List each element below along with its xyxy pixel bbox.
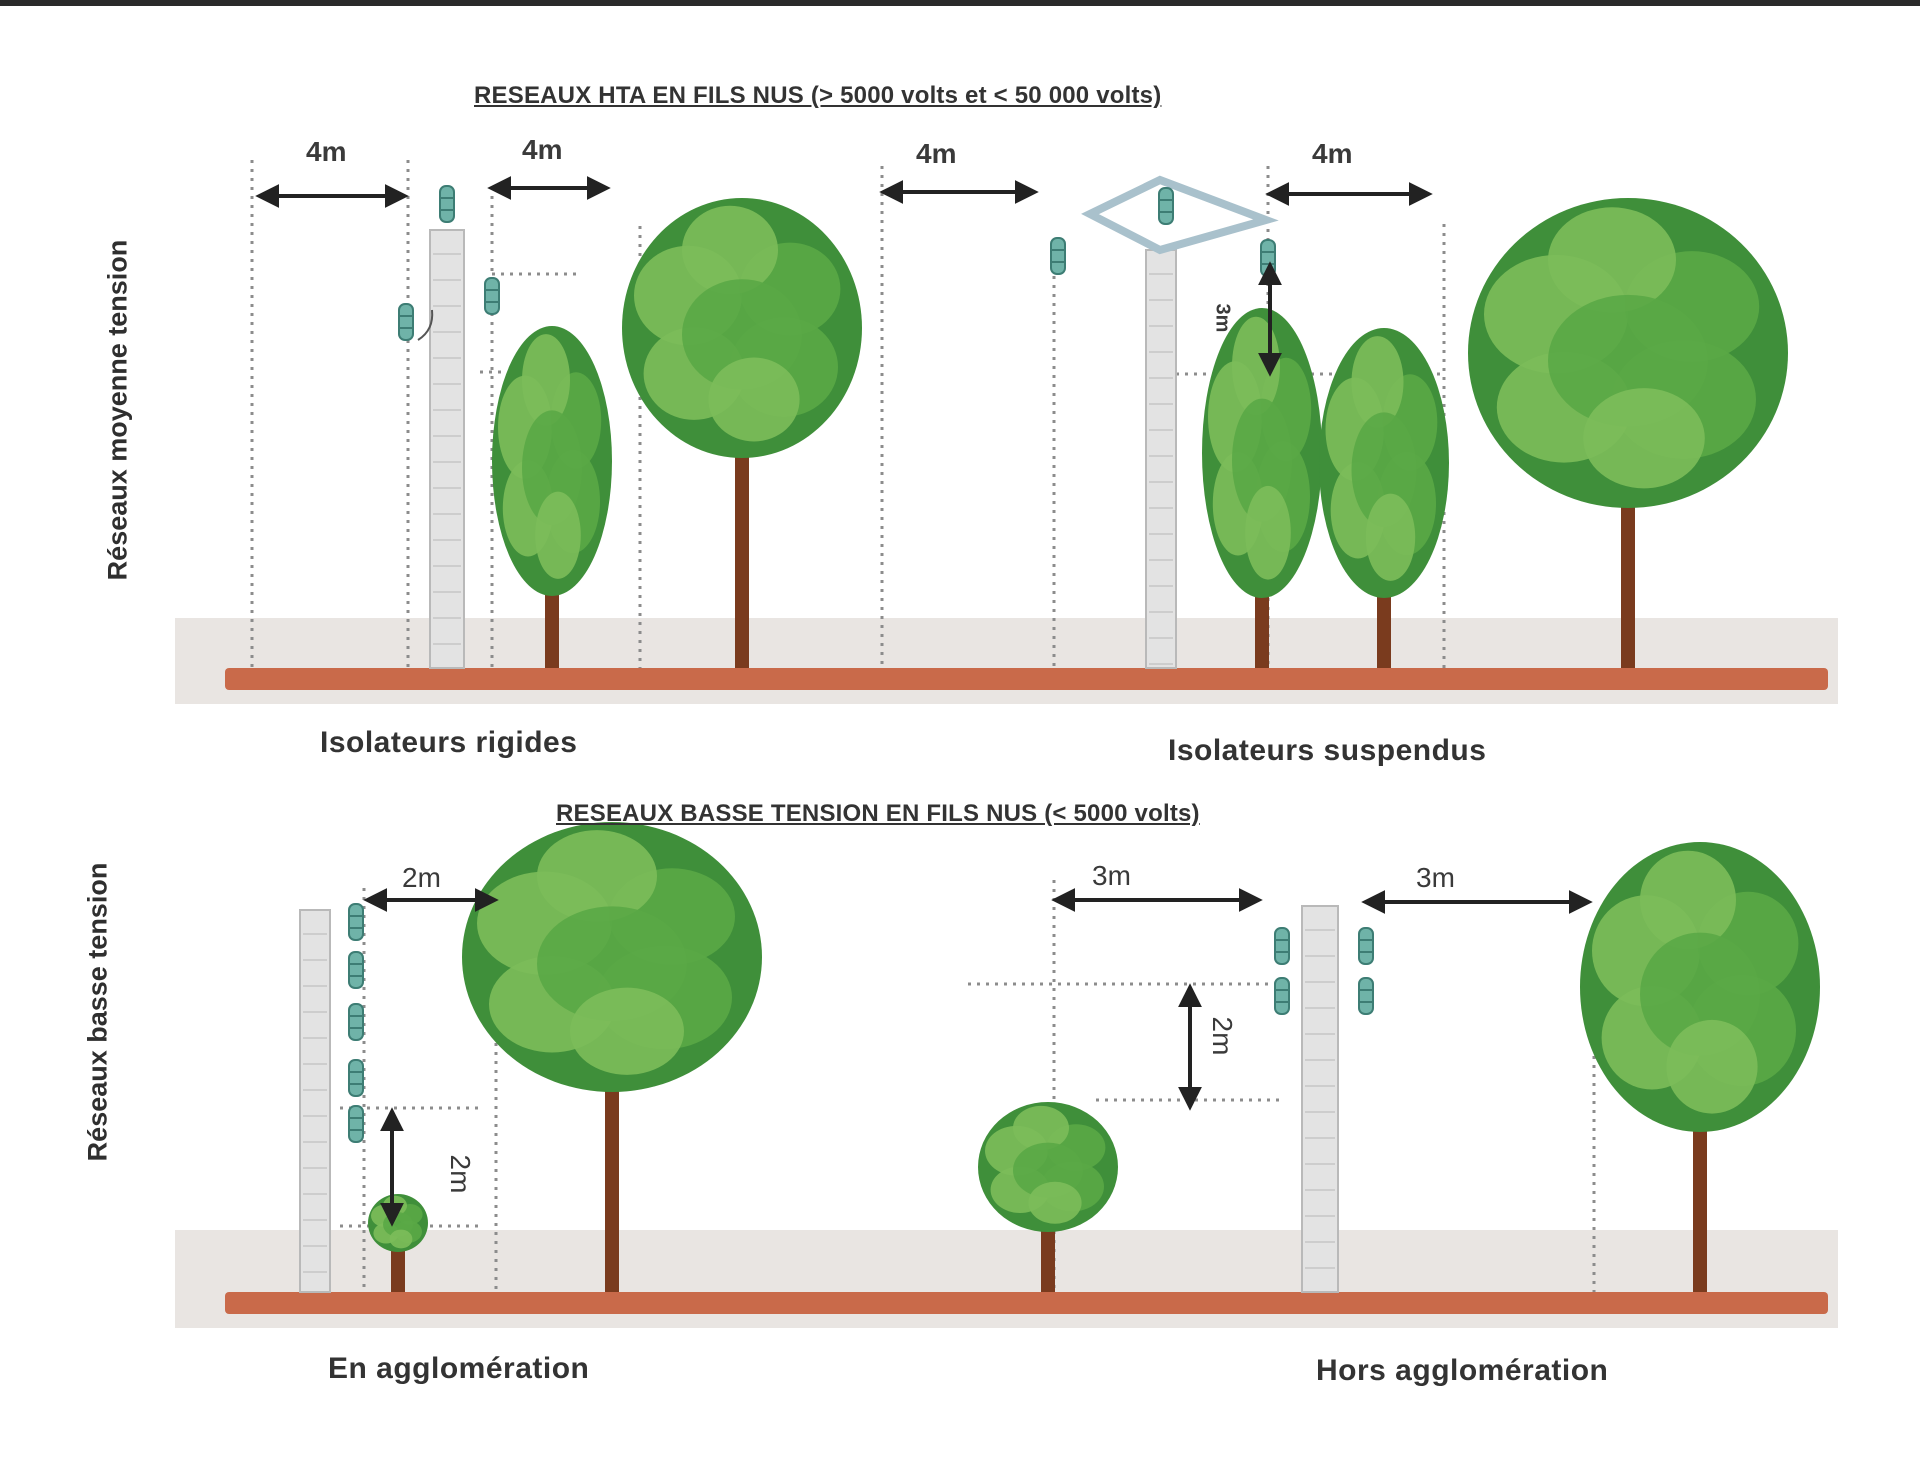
dim-label-top-3: 4m (916, 138, 957, 169)
insulator-icon (1358, 927, 1374, 965)
top-right-caption: Isolateurs suspendus (1168, 734, 1487, 767)
insulator-icon (1358, 977, 1374, 1015)
tree-icon (1468, 198, 1788, 668)
tree-icon (462, 822, 762, 1292)
tree-icon (1580, 842, 1820, 1292)
dim-label-bottom-vertical-2: 2m (1207, 1016, 1238, 1056)
dim-label-top-4: 4m (1312, 138, 1353, 169)
pole-crossarm (1081, 175, 1279, 255)
utility-pole-icon (1145, 249, 1177, 669)
insulator-icon (1274, 977, 1290, 1015)
insulator-icon (348, 1003, 364, 1041)
dim-label-bottom-3: 3m (1416, 862, 1455, 893)
insulator-icon (348, 1105, 364, 1143)
tree-icon (492, 326, 612, 668)
dim-label-top-2: 4m (522, 134, 563, 165)
top-section-title: RESEAUX HTA EN FILS NUS (> 5000 volts et… (474, 82, 1162, 109)
insulator-icon (439, 185, 455, 223)
insulator-icon (348, 951, 364, 989)
ground-top-band (175, 618, 1838, 704)
utility-pole-icon (1301, 905, 1339, 1293)
scan-edge-bar (0, 0, 1920, 6)
bottom-side-label: Réseaux basse tension (82, 862, 113, 1162)
insulator-icon (348, 1059, 364, 1097)
tree-icon (978, 1102, 1118, 1292)
insulator-icon (484, 277, 500, 315)
ground-bottom-line (225, 1292, 1828, 1314)
utility-pole-icon (429, 229, 465, 669)
insulator-icon (398, 303, 414, 341)
top-left-caption: Isolateurs rigides (320, 726, 578, 759)
insulator-icon (1050, 237, 1066, 275)
ground-top-line (225, 668, 1828, 690)
tree-icon (622, 198, 862, 668)
bottom-section-title: RESEAUX BASSE TENSION EN FILS NUS (< 500… (556, 800, 1200, 827)
dim-label-top-1: 4m (306, 136, 347, 167)
tree-icon (1202, 308, 1322, 668)
insulator-icon (1158, 187, 1174, 225)
insulator-arm (417, 309, 434, 341)
bottom-left-caption: En agglomération (328, 1352, 590, 1385)
insulator-icon (348, 903, 364, 941)
dim-label-top-vertical: 3m (1211, 303, 1234, 333)
tree-icon (1319, 328, 1449, 668)
dim-label-bottom-1: 2m (402, 862, 441, 893)
top-side-label: Réseaux moyenne tension (102, 239, 133, 581)
dim-label-bottom-vertical-1: 2m (445, 1154, 476, 1194)
insulator-icon (1274, 927, 1290, 965)
dim-label-bottom-2: 3m (1092, 860, 1131, 891)
bottom-right-caption: Hors agglomération (1316, 1354, 1609, 1387)
utility-pole-icon (299, 909, 331, 1293)
